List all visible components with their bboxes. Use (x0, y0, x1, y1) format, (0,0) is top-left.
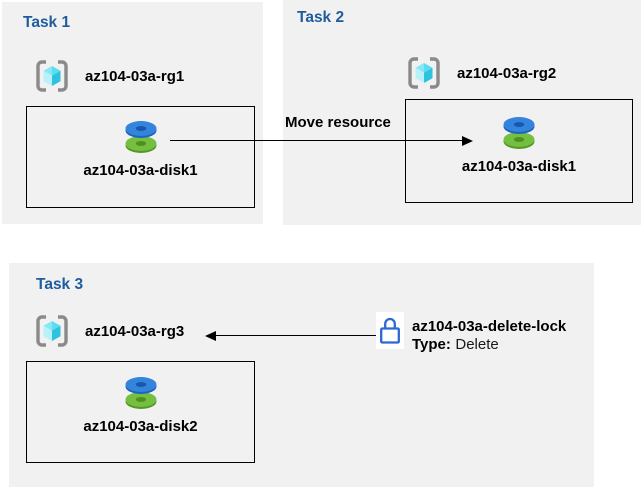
task3-resource-group: az104-03a-rg3 (32, 311, 184, 351)
resource-group-icon (404, 53, 444, 93)
delete-lock-annotation: az104-03a-delete-lock Type: Delete (412, 318, 566, 354)
delete-lock-type: Type: Delete (412, 336, 566, 354)
task3-panel (9, 263, 594, 487)
lock-type-value: Delete (455, 336, 499, 353)
delete-lock-arrow-line (213, 335, 376, 336)
task1-panel (2, 2, 263, 224)
task1-resource-group: az104-03a-rg1 (32, 56, 184, 96)
move-resource-arrow-line (170, 140, 464, 141)
task3-title: Task 3 (36, 276, 84, 293)
disk-icon (123, 120, 159, 154)
resource-group-name: az104-03a-rg3 (85, 322, 185, 340)
lock-icon (376, 312, 404, 349)
lock-type-label: Type: (412, 336, 451, 353)
task3-resource-box: az104-03a-disk2 (26, 361, 255, 463)
disk-name: az104-03a-disk2 (83, 418, 198, 435)
task2-resource-group: az104-03a-rg2 (404, 53, 556, 93)
resource-group-name: az104-03a-rg2 (457, 64, 557, 82)
disk-name: az104-03a-disk1 (83, 162, 198, 179)
move-resource-label: Move resource (285, 114, 391, 131)
task1-resource-box: az104-03a-disk1 (26, 106, 255, 208)
task2-resource-box: az104-03a-disk1 (405, 99, 633, 203)
task2-panel (283, 0, 641, 225)
resource-group-icon (32, 56, 72, 96)
disk-icon (123, 376, 159, 410)
task1-title: Task 1 (23, 14, 71, 31)
disk-icon (501, 116, 537, 150)
task2-title: Task 2 (297, 9, 345, 26)
delete-lock-name: az104-03a-delete-lock (412, 318, 567, 335)
move-resource-arrow-head (462, 135, 473, 146)
resource-group-name: az104-03a-rg1 (85, 67, 185, 85)
resource-group-icon (32, 311, 72, 351)
disk-name: az104-03a-disk1 (461, 158, 577, 175)
delete-lock-arrow-head (205, 330, 216, 341)
